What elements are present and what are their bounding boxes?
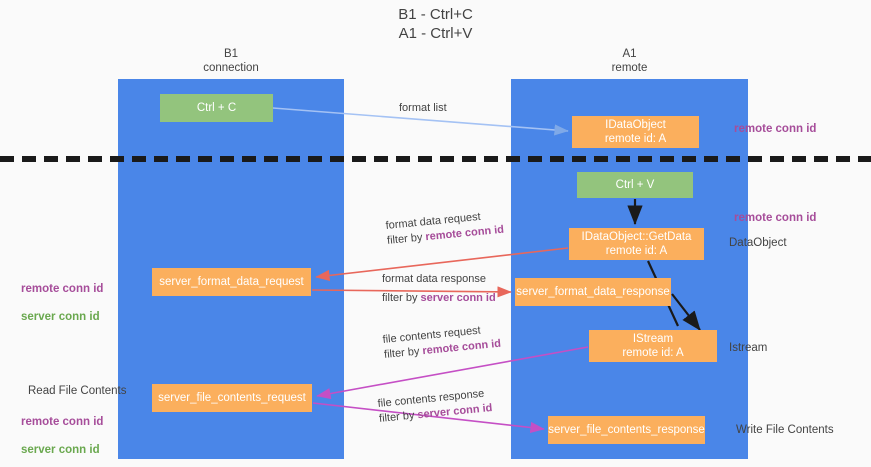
annotation-remote-conn-id: remote conn id <box>21 416 104 428</box>
annotation-dataobject: DataObject <box>729 237 787 249</box>
edge-label-line-filter: filter by server conn id <box>382 291 496 306</box>
annotation-server-conn-id: server conn id <box>21 444 100 456</box>
edge-label-format-data-response: format data response filter by server co… <box>382 272 496 306</box>
box-server-format-data-request[interactable]: server_format_data_request <box>152 268 311 296</box>
filter-prefix: filter by <box>378 409 419 425</box>
annotation-server-conn-id: server conn id <box>21 311 100 323</box>
annotation-read-file-contents: Read File Contents <box>28 385 127 397</box>
box-idataobject[interactable]: IDataObject remote id: A <box>572 116 699 148</box>
filter-prefix: filter by <box>386 231 427 247</box>
edge-label-file-contents-request: file contents request filter by remote c… <box>382 322 502 363</box>
box-istream[interactable]: IStream remote id: A <box>589 330 717 362</box>
annotation-remote-conn-id: remote conn id <box>21 283 104 295</box>
box-ctrl-c[interactable]: Ctrl + C <box>160 94 273 122</box>
column-header-b1: B1 connection <box>203 48 259 74</box>
box-server-file-contents-response[interactable]: server_file_contents_response <box>548 416 705 444</box>
edge-label-format-list: format list <box>399 102 447 114</box>
box-idataobject-getdata[interactable]: IDataObject::GetData remote id: A <box>569 228 704 260</box>
annotation-istream: Istream <box>729 342 768 354</box>
annotation-remote-conn-id-top: remote conn id <box>734 123 817 135</box>
annotation-left-conn-ids-bottom: remote conn id server conn id <box>21 401 103 467</box>
box-server-format-data-response[interactable]: server_format_data_response <box>515 278 671 306</box>
edge-label-line-primary: format data response <box>382 273 486 285</box>
page-title: B1 - Ctrl+C A1 - Ctrl+V <box>398 6 473 42</box>
box-server-file-contents-request[interactable]: server_file_contents_request <box>152 384 312 412</box>
phase-separator-dashed-line <box>0 156 871 162</box>
annotation-left-conn-ids-top: remote conn id server conn id <box>21 268 103 338</box>
edge-label-file-contents-response: file contents response filter by server … <box>377 386 493 427</box>
annotation-remote-conn-id-mid: remote conn id <box>734 212 817 224</box>
box-ctrl-v[interactable]: Ctrl + V <box>577 172 693 198</box>
edge-label-format-data-request: format data request filter by remote con… <box>385 208 505 249</box>
filter-prefix: filter by <box>382 292 421 304</box>
filter-key: server conn id <box>420 292 496 304</box>
annotation-write-file-contents: Write File Contents <box>736 424 834 436</box>
filter-prefix: filter by <box>383 345 424 361</box>
column-header-a1: A1 remote <box>611 48 648 74</box>
